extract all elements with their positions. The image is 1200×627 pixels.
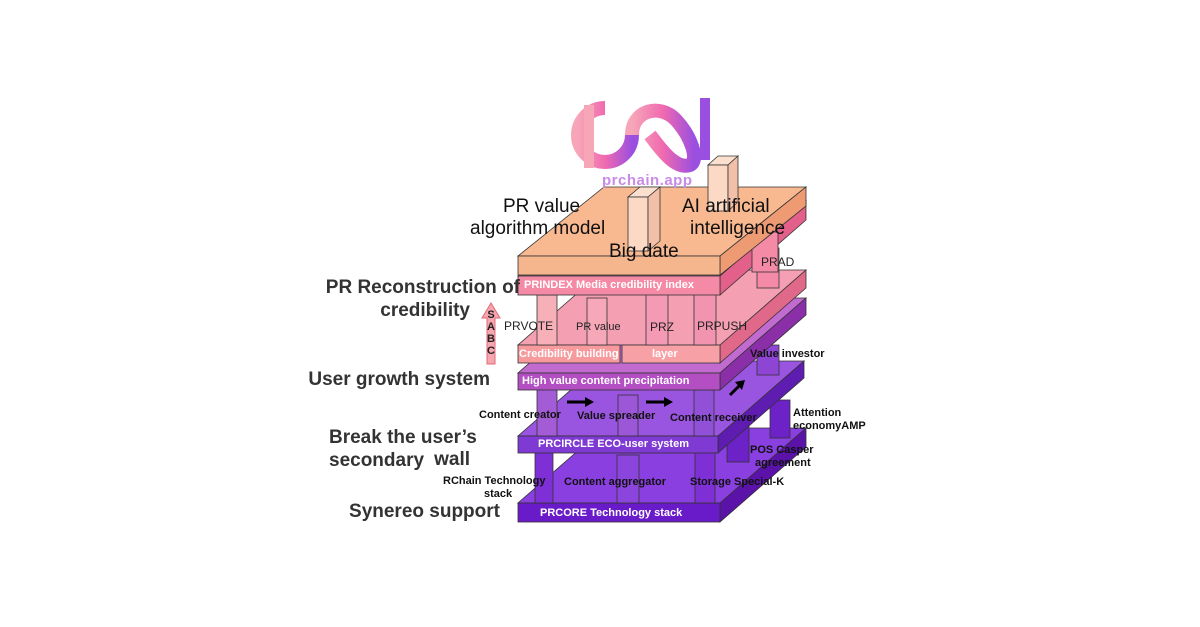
reconstruction-label-line2: credibility bbox=[380, 300, 470, 321]
sabc-letter-s: S bbox=[487, 309, 495, 321]
prindex-layer-label: PRINDEX Media credibility index bbox=[524, 279, 694, 291]
pr-value-model-line2: algorithm model bbox=[470, 218, 606, 239]
content-aggregator-label: Content aggregator bbox=[564, 476, 667, 488]
prcore-layer-label: PRCORE Technology stack bbox=[540, 507, 683, 519]
prz-label: PRZ bbox=[650, 320, 674, 334]
pr-value-model-line1: PR value bbox=[503, 196, 581, 217]
credibility-layer-label-left: Credibility building bbox=[519, 348, 619, 360]
user-growth-label: User growth system bbox=[308, 369, 490, 390]
storage-label: Storage Special-K bbox=[690, 476, 785, 488]
prpush-label: PRPUSH bbox=[697, 319, 748, 333]
content-creator-label: Content creator bbox=[479, 409, 561, 421]
content-receiver-label: Content receiver bbox=[670, 412, 757, 424]
attention-label-line1: Attention bbox=[793, 407, 842, 419]
ai-label-line2: intelligence bbox=[690, 218, 786, 239]
sabc-letter-b: B bbox=[487, 333, 495, 345]
prcircle-layer-label: PRCIRCLE ECO-user system bbox=[538, 438, 689, 450]
attention-label-line2: economyAMP bbox=[793, 420, 866, 432]
sabc-letter-c: C bbox=[487, 345, 495, 357]
prchain-logo bbox=[571, 98, 710, 173]
rchain-label-line1: RChain Technology bbox=[443, 475, 546, 487]
ai-label-line1: AI artificial bbox=[682, 196, 770, 217]
credibility-layer-label-right: layer bbox=[652, 348, 678, 360]
pos-casper-label-line2: agreement bbox=[755, 457, 811, 469]
pos-casper-label-line1: POS Casper bbox=[750, 444, 814, 456]
reconstruction-label-line1: PR Reconstruction of bbox=[325, 277, 520, 298]
synereo-label: Synereo support bbox=[349, 501, 500, 522]
break-wall-label-line1: Break the user’s secondary bbox=[329, 427, 477, 471]
high-value-layer-label: High value content precipitation bbox=[522, 375, 690, 387]
sabc-arrow bbox=[481, 302, 501, 365]
big-data-label: Big date bbox=[609, 241, 679, 262]
break-wall-label-line2: wall bbox=[434, 449, 470, 470]
prvote-label: PRVOTE bbox=[504, 319, 554, 333]
value-spreader-label: Value spreader bbox=[577, 410, 656, 422]
top-towers bbox=[626, 155, 740, 252]
flow-arrows bbox=[567, 380, 745, 407]
prad-label: PRAD bbox=[761, 255, 795, 269]
logo-wordmark: prchain.app bbox=[602, 172, 693, 189]
sabc-letter-a: A bbox=[487, 321, 495, 333]
pr-value-pillar-label: PR value bbox=[576, 321, 621, 333]
value-investor-label: Value investor bbox=[750, 348, 825, 360]
rchain-label-line2: stack bbox=[484, 488, 513, 500]
